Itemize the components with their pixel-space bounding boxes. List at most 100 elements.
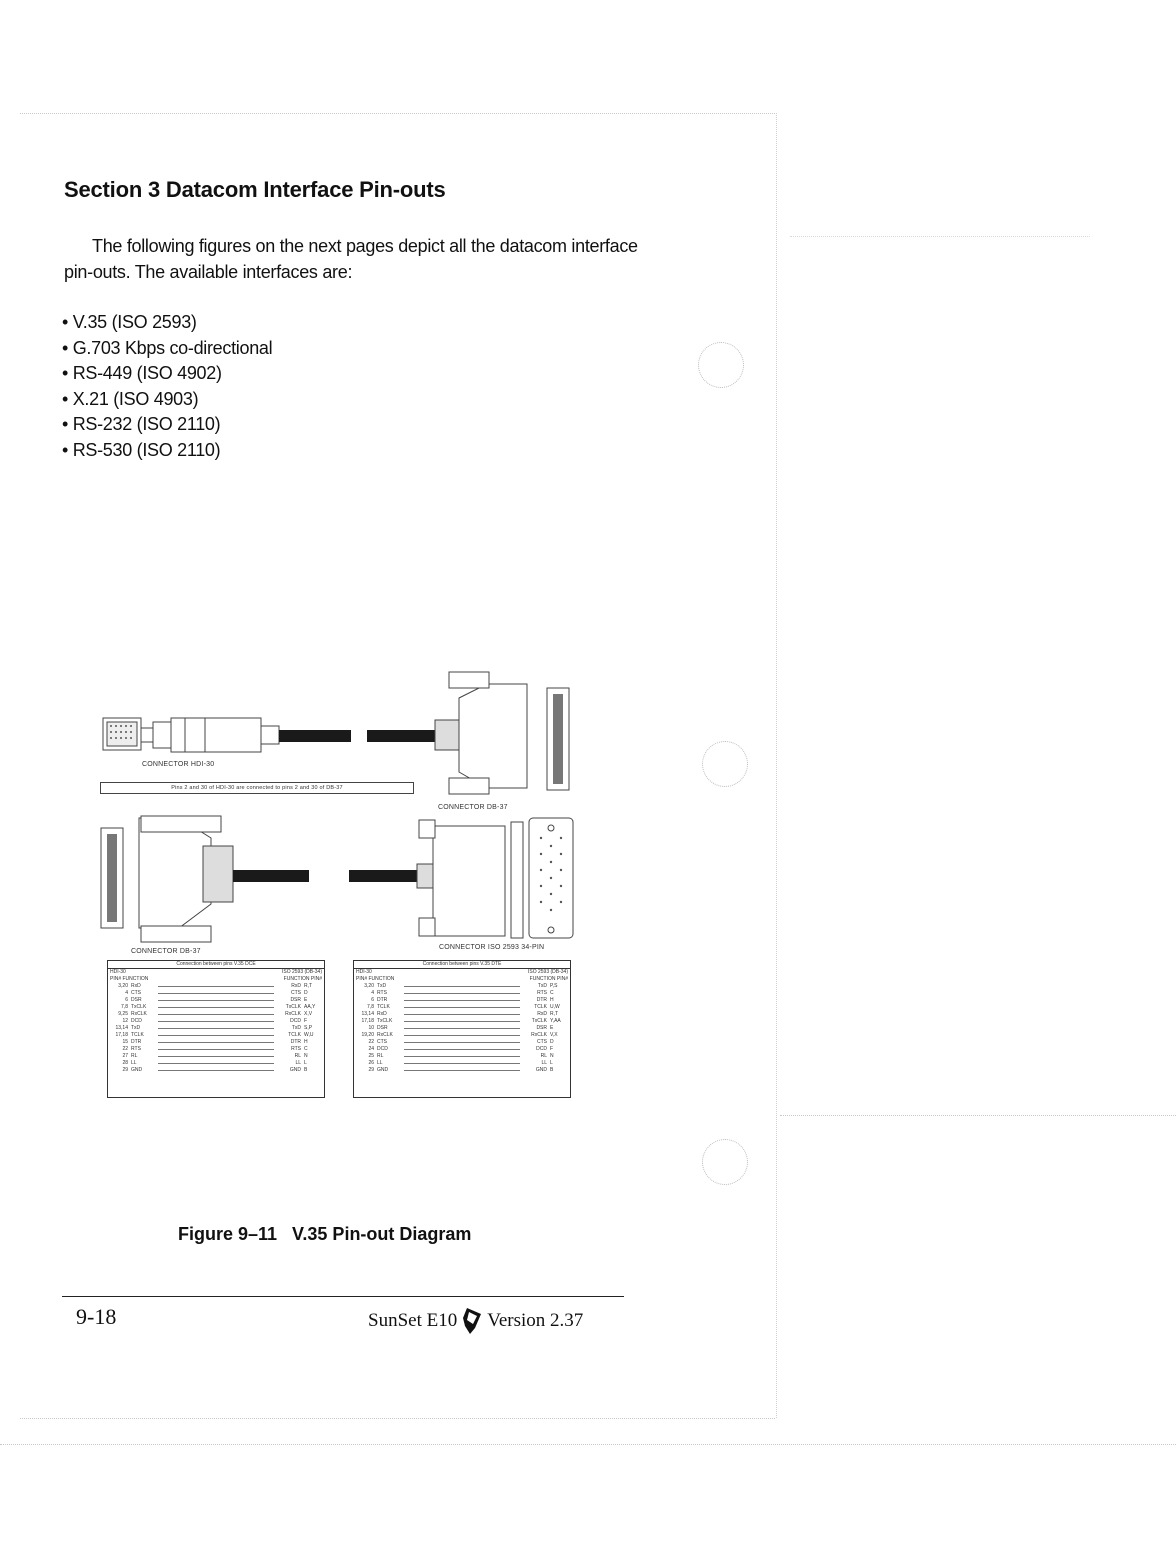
pin-left: 25 [368, 1053, 374, 1059]
table-header: HDI-30 ISO 2593 (DB-34) [108, 969, 324, 976]
connector-line [158, 1049, 274, 1050]
binder-hole-1 [698, 342, 744, 388]
pin-right: B [550, 1067, 554, 1073]
function-right: LL [541, 1060, 547, 1066]
function-right: RL [540, 1053, 547, 1059]
function-right: GND [289, 1067, 301, 1073]
function-left: DSR [131, 997, 142, 1003]
pin-right: Y,AA [550, 1018, 561, 1024]
interface-item: • RS-449 (ISO 4902) [62, 363, 222, 383]
function-right: DSR [536, 1025, 547, 1031]
function-left: TxD [377, 983, 387, 989]
pin-left: 4 [371, 990, 374, 996]
pin-left: 3,20 [364, 983, 374, 989]
cable-segment [279, 730, 351, 742]
footer-rule [62, 1296, 624, 1297]
page-number: 9-18 [76, 1304, 117, 1329]
function-left: RL [377, 1053, 384, 1059]
function-right: DSR [290, 997, 301, 1003]
function-left: TxCLK [377, 1018, 393, 1024]
dce-connection-table: Connection between pins V.35 DCE HDI-30 … [107, 960, 325, 1098]
pin-left: 10 [368, 1025, 374, 1031]
intro-paragraph: The following figures on the next pages … [64, 233, 644, 285]
pin-right: V,X [550, 1032, 558, 1038]
connector-line [158, 1056, 274, 1057]
pin-left: 7,8 [121, 1004, 128, 1010]
connector-line [158, 993, 274, 994]
pin-right: X,V [304, 1011, 313, 1017]
connector-line [158, 986, 274, 987]
scan-edge-right [776, 113, 777, 1418]
pin-right: U,W [550, 1004, 560, 1010]
dte-connection-table: Connection between pins V.35 DTE HDI-30 … [353, 960, 571, 1098]
function-right: DCD [290, 1018, 301, 1024]
connector-line [158, 1063, 274, 1064]
pin-note-box: Pins 2 and 30 of HDI-30 are connected to… [100, 782, 414, 794]
function-right: CTS [537, 1039, 547, 1045]
connector-line [404, 1049, 520, 1050]
pin-left: 6 [125, 997, 128, 1003]
table-header: HDI-30 ISO 2593 (DB-34) [354, 969, 570, 976]
scan-edge-top [20, 113, 775, 114]
intro-text: The following figures on the next pages … [64, 236, 638, 282]
scan-edge-side [790, 236, 1090, 237]
function-left: RxD [377, 1011, 387, 1017]
iso2593-connector-drawing [416, 817, 574, 939]
function-right: RTS [291, 1046, 301, 1052]
label-hdi30: CONNECTOR HDI-30 [142, 761, 215, 768]
table-col-right: FUNCTION PIN# [529, 976, 568, 982]
connector-line [158, 1070, 274, 1071]
product-version: Version 2.37 [487, 1310, 584, 1331]
function-right: TxCLK [285, 1004, 301, 1010]
db37-bottom-connector-drawing [100, 815, 234, 943]
function-left: CTS [377, 1039, 387, 1045]
pin-left: 6 [371, 997, 374, 1003]
pin-right: H [304, 1039, 308, 1045]
function-right: RxD [291, 983, 301, 989]
scan-edge-mid [780, 1115, 1176, 1116]
label-db37-top: CONNECTOR DB-37 [438, 804, 508, 811]
pin-left: 19,20 [361, 1032, 374, 1038]
table-header-right: ISO 2593 (DB-34) [527, 969, 568, 975]
binder-hole-3 [702, 1139, 748, 1185]
pin-right: C [550, 990, 554, 996]
table-col-left: PIN# FUNCTION [110, 976, 149, 982]
pin-right: W,U [304, 1032, 314, 1038]
function-left: RxCLK [377, 1032, 393, 1038]
db37-top-connector-drawing [434, 671, 570, 795]
connector-line [404, 1007, 520, 1008]
function-right: LL [295, 1060, 301, 1066]
pin-right: P,S [550, 983, 558, 989]
function-left: DCD [131, 1018, 142, 1024]
pin-right: N [304, 1053, 308, 1059]
connector-line [158, 1035, 274, 1036]
pin-left: 7,8 [367, 1004, 374, 1010]
connector-line [404, 1056, 520, 1057]
table-header-left: HDI-30 [110, 969, 126, 975]
pin-left: 26 [368, 1060, 374, 1066]
function-left: TCLK [377, 1004, 390, 1010]
hdi30-connector-drawing [102, 717, 280, 753]
pin-right: E [550, 1025, 554, 1031]
cable-segment [367, 730, 437, 742]
pin-note: Pins 2 and 30 of HDI-30 are connected to… [171, 785, 343, 791]
interface-item: • X.21 (ISO 4903) [62, 388, 199, 409]
pin-right: C [304, 1046, 308, 1052]
cable-illustration [100, 671, 574, 943]
